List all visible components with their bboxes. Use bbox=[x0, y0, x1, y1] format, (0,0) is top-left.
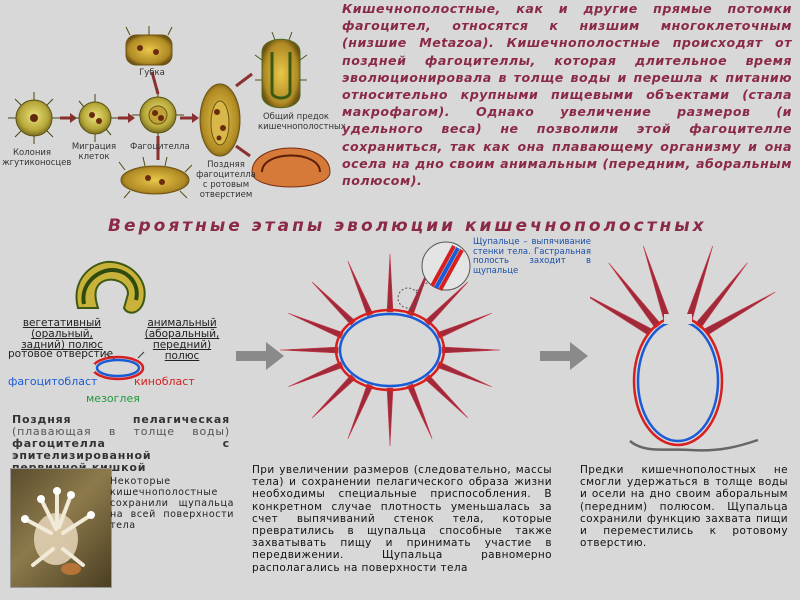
migration-label: Миграция клеток bbox=[68, 142, 120, 162]
tentacle bbox=[312, 375, 355, 418]
tentacle bbox=[437, 362, 492, 387]
late-phagocytella-figure bbox=[200, 84, 240, 156]
evolution-diagram bbox=[0, 0, 340, 215]
late-phagocytella-label: Поздняя фагоцителла с ротовым отверстием bbox=[196, 160, 256, 200]
common-ancestor-figure bbox=[255, 32, 307, 108]
elongated-phagocytella-figure bbox=[119, 157, 192, 198]
flagellate-colony-figure bbox=[8, 92, 60, 144]
phagocytella-label: Фагоцителла bbox=[130, 142, 186, 152]
tentacle bbox=[312, 282, 355, 325]
tentacle bbox=[407, 384, 432, 439]
colony-label: Колония жгутиконосцев bbox=[2, 148, 62, 168]
tentacle bbox=[442, 347, 500, 353]
gut-section-figure bbox=[252, 148, 330, 187]
tentacle bbox=[348, 384, 373, 439]
tentacle bbox=[387, 388, 393, 446]
middle-text: При увеличении размеров (следовательно, … bbox=[252, 464, 552, 574]
intro-paragraph: Кишечнополостные, как и другие прямые по… bbox=[342, 0, 792, 189]
tentacle bbox=[280, 347, 338, 353]
tentacle bbox=[348, 261, 373, 316]
body-inner-wall bbox=[340, 314, 440, 386]
tentacle bbox=[437, 313, 492, 338]
sessile-polyp-figure bbox=[590, 236, 800, 461]
photo-illustration bbox=[11, 469, 111, 587]
tentacle bbox=[704, 292, 775, 335]
tentacle bbox=[590, 292, 652, 335]
tentacle bbox=[288, 362, 343, 387]
coelenterate-photo bbox=[10, 468, 112, 588]
phagocytella-figure bbox=[132, 89, 184, 141]
tentacle bbox=[425, 375, 468, 418]
tentacle bbox=[288, 313, 343, 338]
sponge-label: Губка bbox=[132, 68, 172, 78]
section-heading: Вероятные этапы эволюции кишечнополостны… bbox=[108, 216, 698, 236]
planula-figure bbox=[70, 258, 150, 320]
right-text: Предки кишечнополостных не смогли удержа… bbox=[580, 464, 788, 549]
kinoblast-label: кинобласт bbox=[134, 375, 195, 388]
ancestor-label: Общий предок кишечнополостных bbox=[258, 112, 334, 132]
body-outer-wall bbox=[336, 310, 444, 390]
photo-caption: Некоторые кишечнополостные сохранили щуп… bbox=[110, 476, 234, 531]
phagocytoblast-label: фагоцитобласт bbox=[8, 375, 97, 388]
pelagic-caption: Поздняя пелагическая (плавающая в толще … bbox=[12, 414, 230, 474]
arrow-right-2 bbox=[540, 342, 590, 370]
cell-migration-figure bbox=[71, 94, 119, 142]
tentacle bbox=[387, 254, 393, 312]
sponge-figure bbox=[126, 26, 172, 65]
arrow-right-1 bbox=[236, 342, 286, 370]
mesoglea-label: мезоглея bbox=[86, 392, 140, 405]
tentacle-note: Щупальце – выпячивание стенки тела. Гаст… bbox=[473, 238, 591, 276]
tentacle-inset bbox=[396, 236, 476, 312]
